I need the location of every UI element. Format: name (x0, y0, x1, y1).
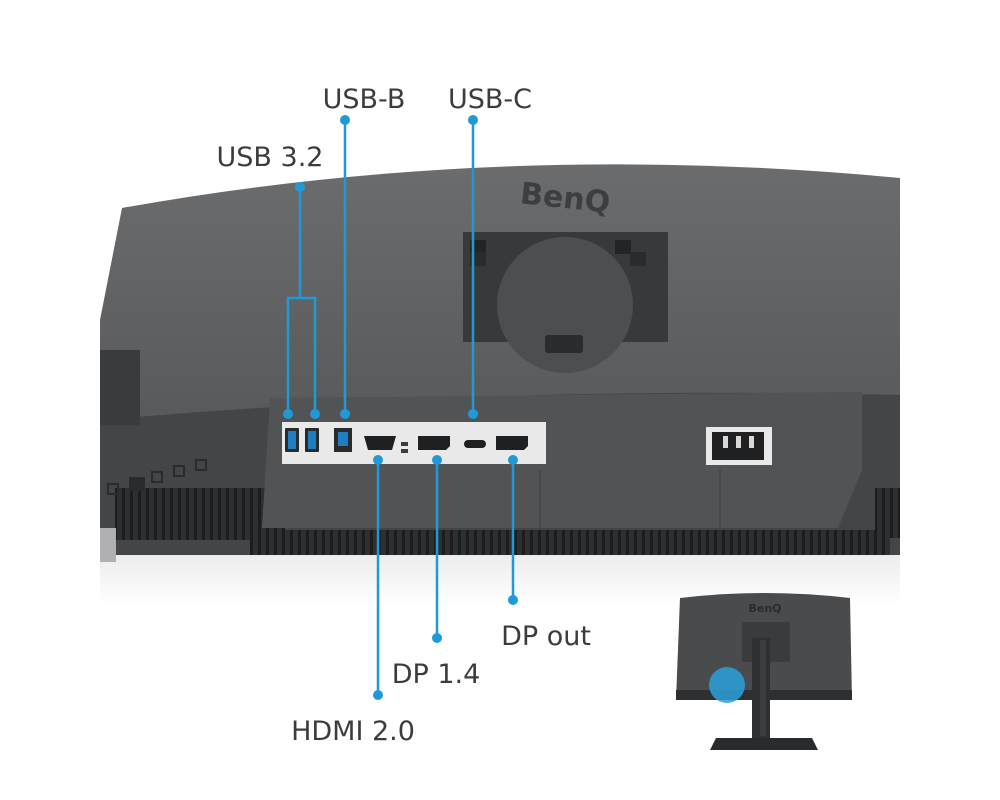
label-dp-out: DP out (501, 621, 591, 652)
callout-dot (373, 690, 383, 700)
callout-lines (286, 120, 515, 695)
vesa-screw (615, 240, 631, 254)
monitor-back: BenQ (100, 164, 900, 562)
control-button (107, 483, 119, 495)
stand-clip (545, 335, 583, 353)
vent-grille-bottom (250, 530, 890, 555)
usb-a-port-icon (285, 428, 299, 452)
usb-c-port-icon (464, 440, 486, 448)
stand-hole (497, 237, 633, 373)
label-dp-14: DP 1.4 (392, 659, 481, 690)
callout-dot (432, 633, 442, 643)
thumbnail-stand-column (760, 640, 766, 736)
control-button (151, 471, 163, 483)
thumbnail-stand-base (710, 738, 818, 750)
label-usb-b: USB-B (323, 84, 406, 115)
callout-dots (283, 115, 518, 700)
thumbnail-logo: BenQ (748, 602, 781, 615)
callout-line-usb-32 (286, 187, 317, 414)
callout-labels: USB-B USB-C USB 3.2 DP out DP 1.4 HDMI 2… (217, 84, 591, 747)
power-socket-icon (712, 432, 764, 460)
callout-dot (468, 115, 478, 125)
label-usb-32: USB 3.2 (217, 142, 324, 173)
callout-dot (508, 595, 518, 605)
thumbnail-highlight-circle (709, 667, 745, 703)
displayport-icon (418, 436, 450, 450)
vesa-screw (630, 252, 646, 266)
side-trim (100, 528, 116, 562)
control-button (129, 477, 145, 491)
label-hdmi-20: HDMI 2.0 (291, 716, 415, 747)
displayport-icon (496, 436, 528, 450)
thumbnail-monitor: BenQ (676, 593, 852, 750)
callout-dot (340, 115, 350, 125)
callout-dot (310, 409, 320, 419)
vesa-mount (463, 232, 668, 373)
usb-a-port-icon (305, 428, 319, 452)
vent-grille-right (875, 488, 900, 538)
callout-dot (340, 409, 350, 419)
usb-b-port-icon (334, 428, 352, 452)
callout-dot (508, 455, 518, 465)
callout-dot (432, 455, 442, 465)
callout-dot (295, 182, 305, 192)
control-buttons (107, 459, 207, 495)
callout-dot (468, 409, 478, 419)
hdmi-port-icon (364, 436, 408, 453)
label-usb-c: USB-C (448, 84, 532, 115)
callout-dot (283, 409, 293, 419)
side-panel (100, 350, 140, 425)
control-button (195, 459, 207, 471)
control-button (173, 465, 185, 477)
callout-dot (373, 455, 383, 465)
